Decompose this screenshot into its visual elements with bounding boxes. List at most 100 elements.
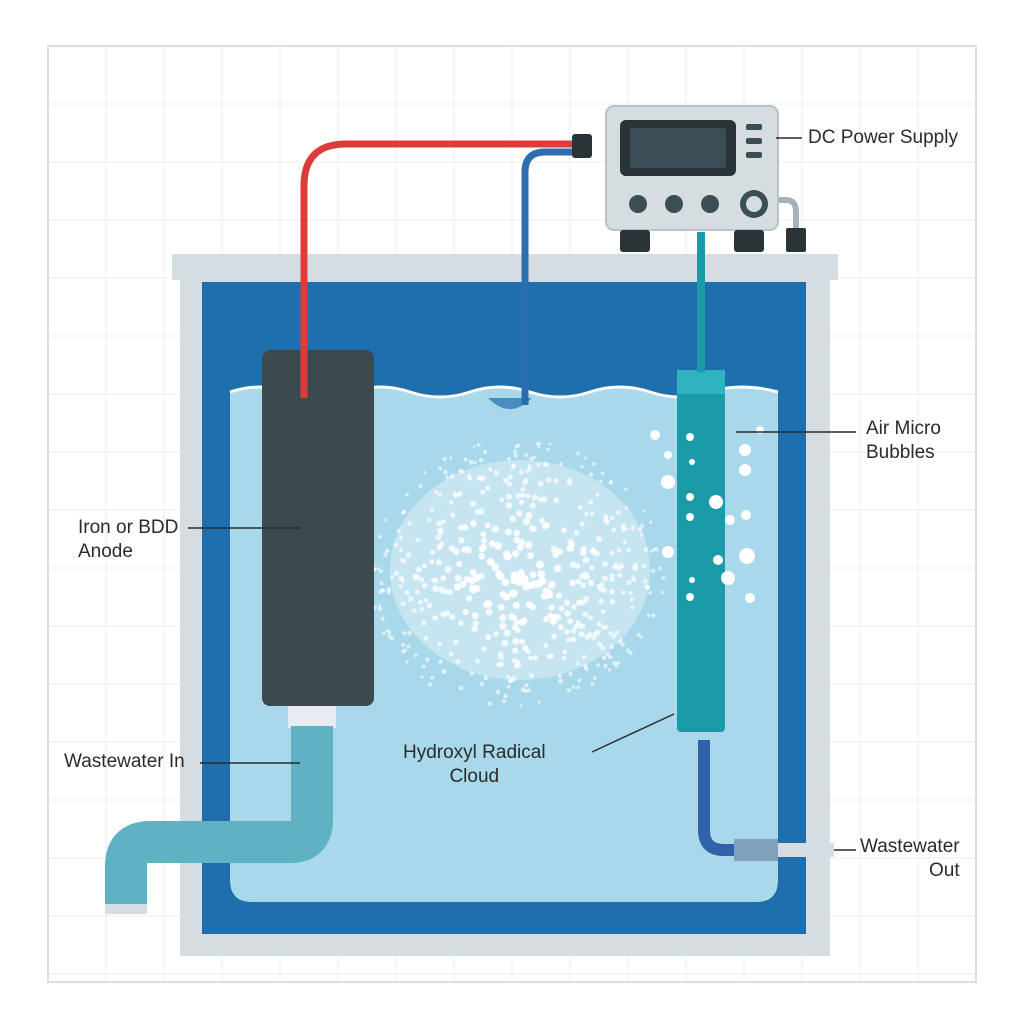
radical-dot — [580, 464, 584, 469]
radical-dot — [511, 623, 519, 631]
radical-dot — [518, 469, 524, 475]
radical-dot — [429, 559, 435, 565]
radical-dot — [614, 561, 619, 567]
radical-dot — [516, 510, 523, 517]
radical-dot — [437, 527, 444, 534]
label-radical-line-1: Hydroxyl Radical — [403, 742, 546, 763]
radical-dot — [546, 477, 552, 483]
radical-dot — [636, 632, 641, 638]
radical-dot — [476, 475, 482, 481]
radical-dot — [643, 579, 648, 584]
radical-dot — [378, 604, 382, 608]
radical-dot — [485, 633, 492, 641]
radical-dot — [513, 536, 521, 544]
radical-dot — [376, 567, 381, 571]
radical-dot — [399, 558, 404, 563]
radical-dot — [602, 575, 608, 582]
radical-dot — [423, 470, 427, 474]
radical-dot — [638, 527, 643, 532]
radical-dot — [537, 700, 541, 704]
radical-dot — [618, 563, 625, 569]
radical-dot — [563, 628, 571, 635]
radical-dot — [484, 485, 491, 491]
radical-dot — [553, 478, 559, 484]
radical-dot — [578, 505, 583, 510]
radical-dot — [600, 645, 606, 651]
radical-dot — [414, 589, 420, 595]
radical-dot — [497, 604, 505, 611]
radical-dot — [588, 472, 594, 477]
radical-dot — [660, 590, 665, 595]
radical-dot — [614, 664, 619, 669]
radical-dot — [525, 493, 531, 499]
radical-dot — [649, 549, 653, 553]
radical-dot — [562, 649, 568, 655]
label-air-line-1: Air Micro — [866, 418, 941, 439]
radical-dot — [609, 644, 615, 650]
radical-dot — [557, 678, 564, 684]
radical-dot — [553, 564, 562, 573]
radical-dot — [590, 682, 595, 686]
radical-dot — [582, 556, 590, 564]
radical-dot — [570, 628, 577, 634]
radical-dot — [557, 673, 562, 679]
radical-dot — [505, 502, 513, 509]
radical-dot — [630, 605, 635, 610]
radical-dot — [565, 637, 572, 643]
radical-dot — [567, 618, 574, 625]
radical-dot — [441, 519, 446, 524]
radical-dot — [495, 689, 501, 695]
radical-dot — [568, 671, 573, 676]
radical-dot — [398, 575, 404, 581]
radical-dot — [518, 499, 525, 505]
radical-dot — [626, 648, 630, 652]
radical-dot — [601, 587, 607, 593]
radical-dot — [499, 614, 507, 622]
radical-dot — [418, 484, 423, 489]
radical-dot — [661, 576, 666, 581]
radical-dot — [426, 602, 433, 609]
radical-dot — [487, 701, 492, 706]
radical-dot — [484, 522, 491, 529]
radical-dot — [493, 470, 499, 476]
radical-dot — [603, 514, 609, 520]
bubble-icon — [739, 444, 751, 456]
radical-dot — [502, 550, 511, 558]
radical-dot — [524, 452, 529, 458]
radical-dot — [419, 577, 425, 583]
radical-dot — [645, 585, 651, 590]
radical-dot — [499, 622, 507, 630]
radical-dot — [641, 509, 646, 513]
radical-dot — [444, 566, 452, 574]
radical-dot — [405, 552, 412, 558]
radical-dot — [529, 571, 537, 579]
radical-dot — [378, 607, 383, 612]
radical-dot — [525, 601, 533, 609]
radical-dot — [452, 492, 459, 498]
radical-dot — [406, 644, 411, 649]
radical-dot — [624, 527, 629, 532]
bubble-icon — [686, 513, 694, 521]
radical-dot — [617, 639, 622, 644]
radical-dot — [458, 537, 465, 544]
radical-dot — [429, 507, 435, 512]
power-plug — [786, 228, 806, 252]
radical-dot — [386, 629, 390, 633]
radical-dot — [575, 451, 580, 456]
radical-dot — [503, 693, 508, 699]
radical-dot — [423, 635, 429, 641]
radical-dot — [519, 492, 526, 498]
radical-dot — [468, 459, 474, 465]
radical-dot — [412, 574, 418, 580]
radical-dot — [442, 456, 447, 461]
radical-dot — [640, 635, 644, 639]
radical-dot — [466, 595, 473, 602]
radical-dot — [466, 473, 472, 479]
radical-dot — [598, 479, 603, 484]
radical-dot — [524, 541, 533, 549]
radical-dot — [480, 489, 486, 495]
radical-dot — [407, 596, 414, 602]
radical-dot — [555, 548, 563, 556]
radical-dot — [611, 633, 617, 639]
bubble-icon — [745, 593, 755, 603]
